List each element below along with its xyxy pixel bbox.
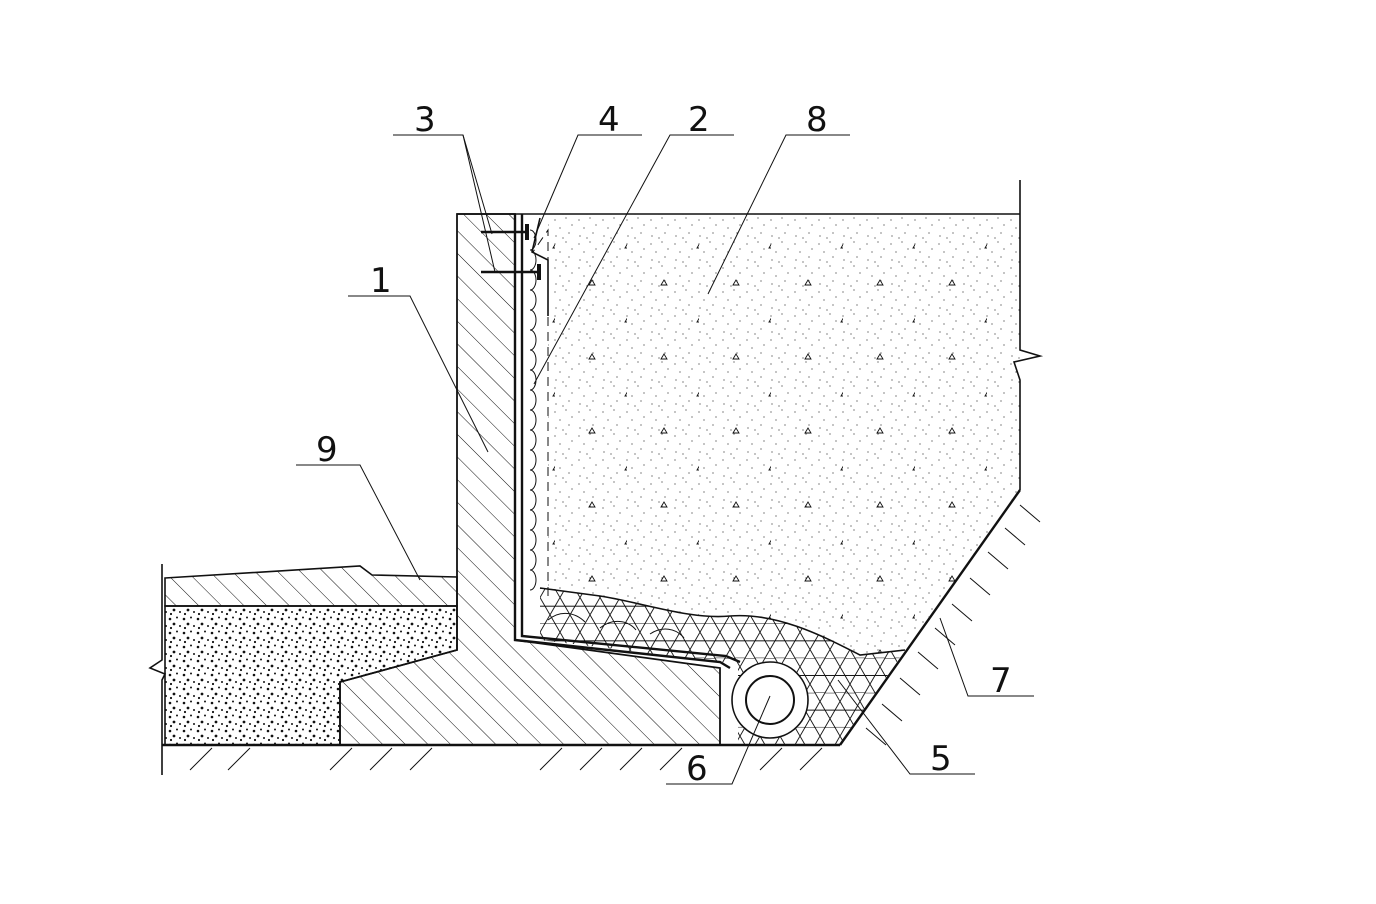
callout-7: 7 bbox=[990, 661, 1012, 701]
left-break-line bbox=[148, 564, 167, 775]
callout-9: 9 bbox=[316, 430, 338, 470]
callout-3: 3 bbox=[414, 100, 436, 140]
right-break-line bbox=[1012, 180, 1044, 490]
drain-pipe bbox=[731, 661, 809, 739]
backfill-sand bbox=[548, 214, 1020, 655]
callout-4: 4 bbox=[598, 100, 620, 140]
fixing-anchors bbox=[481, 224, 541, 280]
soil-base bbox=[162, 489, 1041, 771]
callout-1: 1 bbox=[370, 261, 392, 301]
callout-8: 8 bbox=[806, 100, 828, 140]
callout-5: 5 bbox=[930, 739, 952, 779]
callout-6: 6 bbox=[686, 749, 708, 789]
callout-2: 2 bbox=[688, 100, 710, 140]
leader-lines bbox=[296, 134, 1034, 785]
gravel-drainage-layer bbox=[539, 587, 906, 745]
waterproofing-membrane bbox=[513, 214, 741, 670]
floor-slab bbox=[164, 565, 458, 746]
edge-clamp-strip bbox=[531, 217, 549, 316]
